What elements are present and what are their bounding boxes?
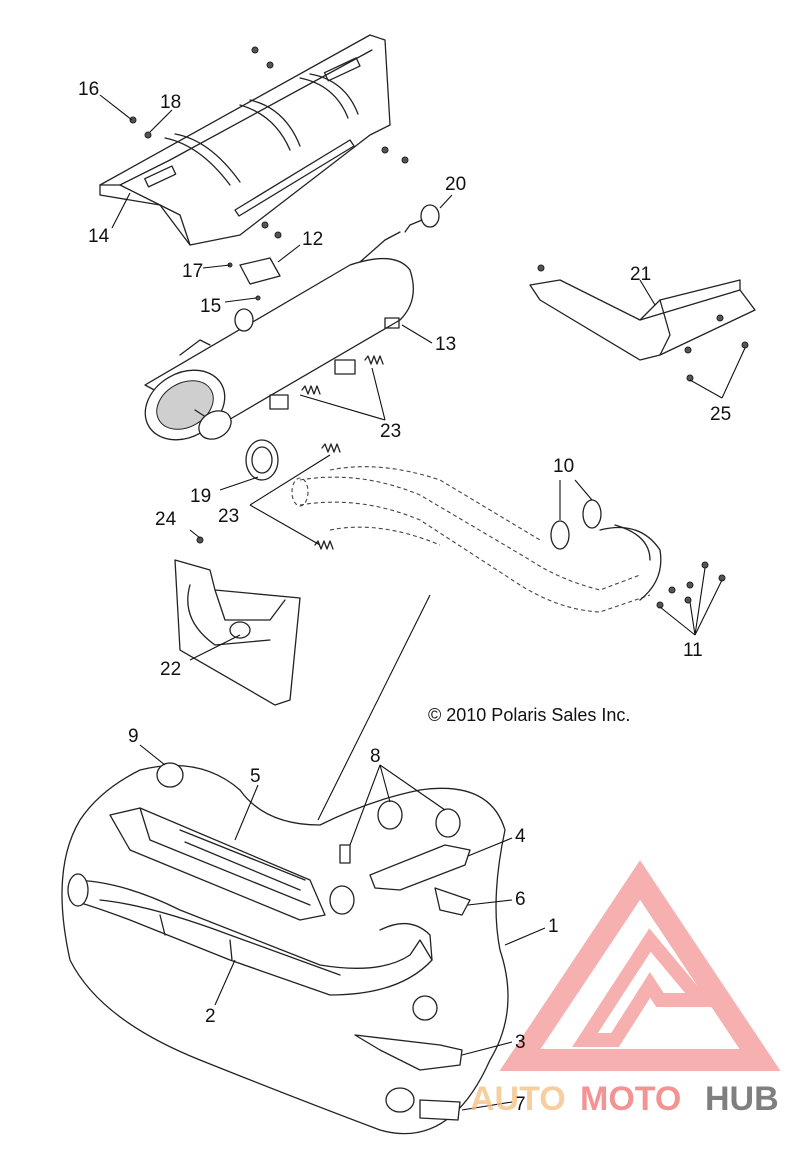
pipe-3 — [354, 1034, 463, 1071]
gasket-10b — [582, 499, 602, 529]
mid-pipe-phantom — [291, 466, 662, 613]
callout-18: 18 — [160, 92, 181, 113]
callout-2: 2 — [205, 1006, 216, 1027]
gasket-10a — [550, 520, 570, 550]
callout-15: 15 — [200, 296, 221, 317]
bolts-11 — [656, 561, 726, 609]
leader-lines — [99, 94, 746, 1111]
callout-19: 19 — [190, 486, 211, 507]
springs-23 — [301, 355, 384, 550]
pipe-5 — [109, 807, 326, 921]
clamps-8 — [329, 800, 461, 915]
watermark-logo — [499, 860, 781, 1071]
watermark-text: AUTO MOTO HUB — [470, 1080, 779, 1118]
callout-12: 12 — [302, 229, 323, 250]
callout-1: 1 — [548, 916, 559, 937]
part-7 — [419, 1099, 461, 1121]
heat-shield-21 — [529, 264, 756, 382]
shield-22 — [174, 536, 301, 706]
watermark-moto: MOTO — [580, 1080, 681, 1118]
muffler-13 — [144, 204, 440, 441]
watermark-hub: HUB — [705, 1080, 779, 1118]
part-6 — [434, 887, 471, 916]
callout-5: 5 — [250, 766, 261, 787]
clamp-9 — [156, 762, 184, 788]
callout-16: 16 — [78, 79, 99, 100]
callout-3: 3 — [515, 1032, 526, 1053]
callout-6: 6 — [515, 889, 526, 910]
pipe-4 — [369, 844, 471, 891]
watermark-auto: AUTO — [470, 1080, 566, 1118]
header-pipe-2 — [67, 873, 433, 996]
callout-23-lower: 23 — [218, 506, 239, 527]
callout-11: 11 — [683, 640, 703, 661]
callout-21: 21 — [630, 264, 651, 285]
callout-8: 8 — [370, 746, 381, 767]
heat-shield-14 — [99, 34, 409, 246]
callout-10: 10 — [553, 456, 574, 477]
callout-17: 17 — [182, 261, 203, 282]
callout-23-upper: 23 — [380, 421, 401, 442]
callout-7: 7 — [515, 1094, 526, 1115]
callout-9: 9 — [128, 726, 139, 747]
callout-4: 4 — [515, 826, 526, 847]
callout-22: 22 — [160, 659, 181, 680]
callout-24: 24 — [155, 509, 177, 530]
callout-14: 14 — [88, 226, 110, 247]
gasket-19 — [245, 439, 279, 481]
copyright-text: © 2010 Polaris Sales Inc. — [428, 705, 630, 725]
callout-labels: 16 18 14 17 12 15 13 20 21 25 23 19 23 2… — [78, 79, 731, 1115]
callout-13: 13 — [435, 334, 456, 355]
callout-25: 25 — [710, 404, 731, 425]
callout-20: 20 — [445, 174, 466, 195]
